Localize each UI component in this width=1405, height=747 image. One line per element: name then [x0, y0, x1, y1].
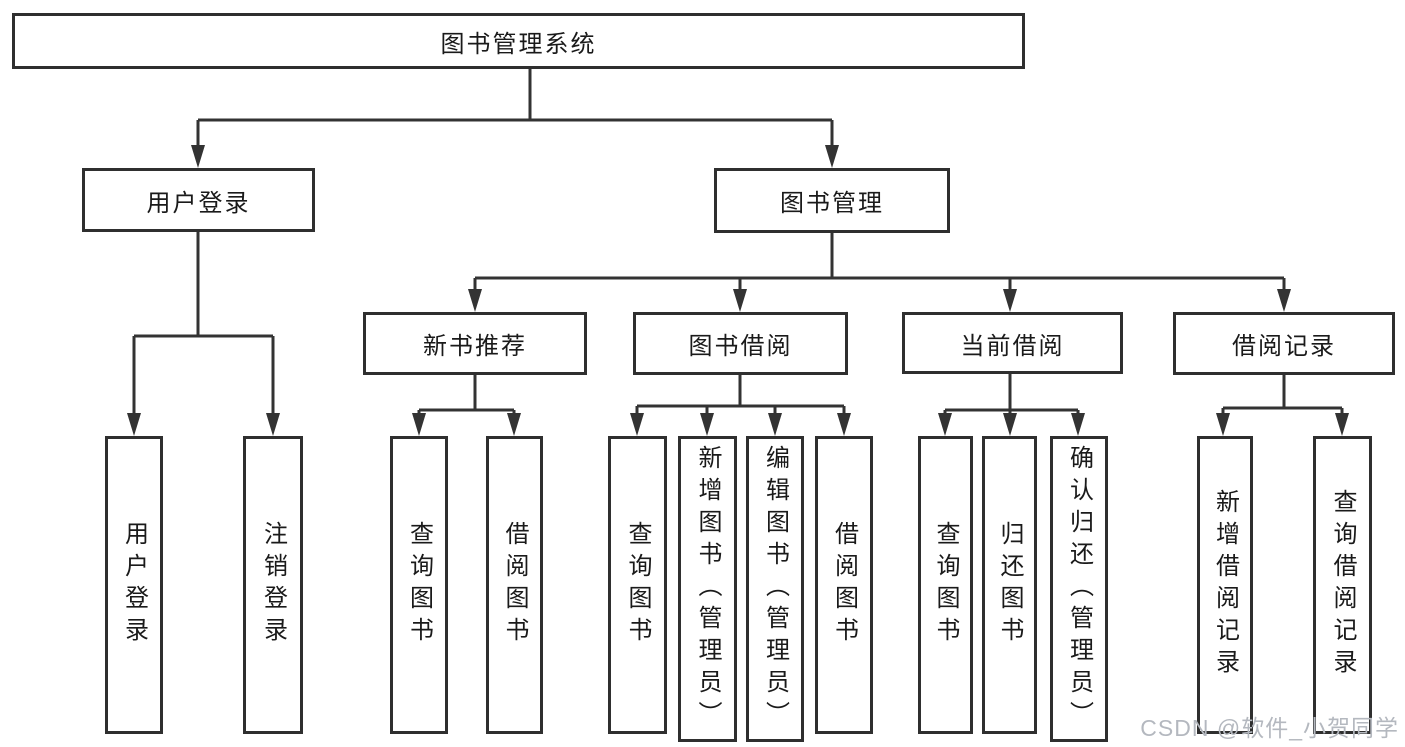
leaf-current-query-books: 查询图书: [918, 436, 973, 734]
leaf-recommend-query-books: 查询图书: [390, 436, 448, 734]
connector-book-management-branch: [468, 233, 1291, 312]
connector-borrowing-records-branch: [1216, 375, 1349, 436]
leaf-borrowing-edit-books-admin: 编辑图书（管理员）: [746, 436, 804, 742]
connector-user-login-branch: [127, 232, 280, 436]
leaf-borrowing-borrow-books: 借阅图书: [815, 436, 873, 734]
node-current-borrowing: 当前借阅: [902, 312, 1123, 374]
node-root: 图书管理系统: [12, 13, 1025, 69]
node-book-borrowing: 图书借阅: [633, 312, 848, 375]
leaf-user-login: 用户登录: [105, 436, 163, 734]
leaf-borrowing-add-books-admin: 新增图书（管理员）: [678, 436, 737, 742]
leaf-borrowing-query-books: 查询图书: [608, 436, 667, 734]
connector-root-to-level2: [191, 69, 839, 168]
node-user-login: 用户登录: [82, 168, 315, 232]
node-borrowing-records: 借阅记录: [1173, 312, 1395, 375]
leaf-current-confirm-return-admin: 确认归还（管理员）: [1050, 436, 1108, 742]
leaf-recommend-borrow-books: 借阅图书: [486, 436, 543, 734]
connector-current-borrowing-branch: [938, 374, 1085, 436]
node-new-book-recommend: 新书推荐: [363, 312, 587, 375]
leaf-records-query-record: 查询借阅记录: [1313, 436, 1372, 734]
leaf-current-return-books: 归还图书: [982, 436, 1037, 734]
leaf-logout: 注销登录: [243, 436, 303, 734]
connector-book-borrowing-branch: [630, 375, 851, 436]
connector-new-book-recommend-branch: [412, 375, 521, 436]
leaf-records-add-record: 新增借阅记录: [1197, 436, 1253, 734]
node-book-management: 图书管理: [714, 168, 950, 233]
